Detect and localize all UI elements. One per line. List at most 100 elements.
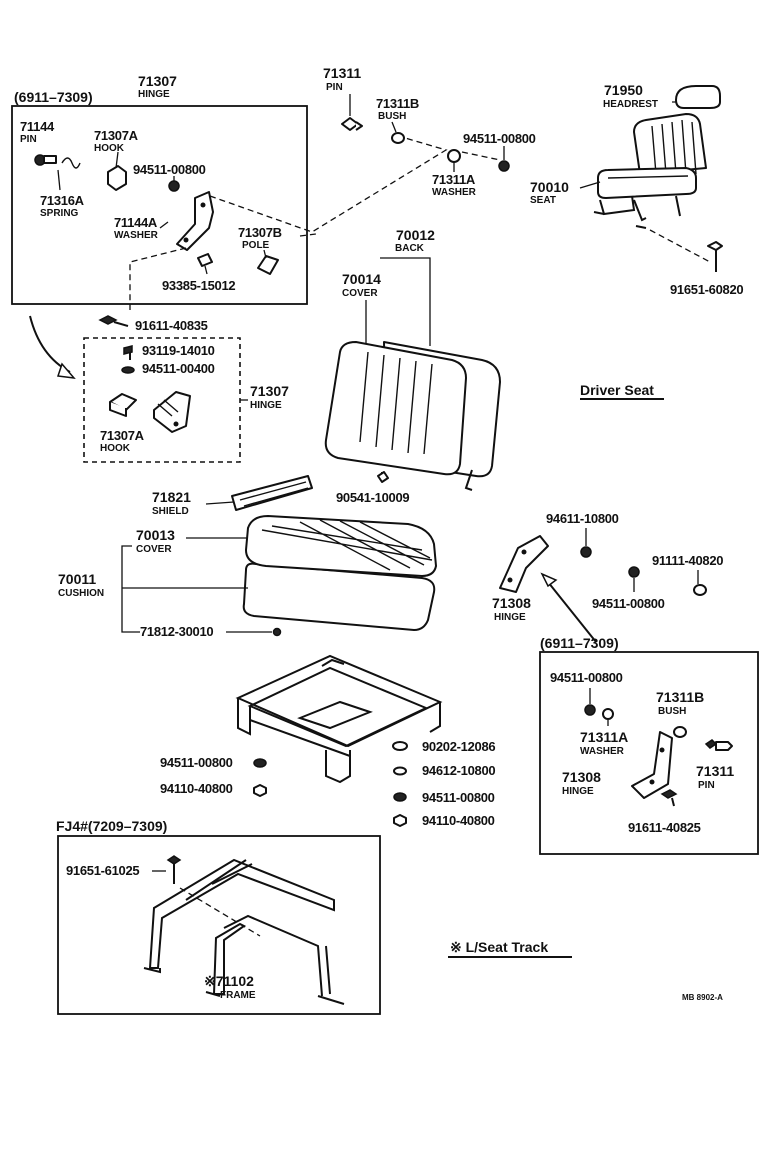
part-90202-number: 90202-12086 [422, 739, 495, 754]
part-94611-number: 94611-10800 [546, 511, 619, 526]
hinge-71308-icon [499, 535, 549, 593]
bolt-91611-40825-icon [660, 789, 678, 807]
spring-71316a-icon [61, 157, 81, 169]
washer-94511-rb-icon [584, 704, 596, 716]
part-71144-number: 71144 [20, 119, 55, 134]
part-71311-rb-name: PIN [698, 780, 715, 791]
part-71311a-name: WASHER [432, 187, 477, 198]
part-71308-rb-number: 71308 [562, 769, 601, 785]
arrow-up-icon [540, 572, 558, 588]
part-70010-name: SEAT [530, 195, 556, 206]
part-94110-track1-number: 94110-40800 [160, 781, 233, 796]
frame-detail-box [57, 835, 381, 1015]
part-94612-number: 94612-10800 [422, 763, 495, 778]
washer-94511-00400-icon [121, 366, 135, 374]
part-71950-number: 71950 [604, 82, 643, 98]
pin-group-top: 71311 PIN 71311B BUSH 94511-00800 71311A… [323, 65, 536, 198]
part-71821-name: SHIELD [152, 506, 189, 517]
seat-back-group: 70012 BACK 70014 COVER 90541-10009 [324, 227, 501, 505]
hinge-right-group: 94611-10800 71308 HINGE 91111-40820 9451… [492, 511, 724, 643]
arrow-curve [29, 315, 71, 373]
seat-track-group: 94511-00800 94110-40800 90202-12086 9461… [160, 654, 496, 828]
part-71308-mid-name: HINGE [494, 612, 526, 623]
part-71311-name: PIN [326, 82, 343, 93]
bush-71311b-icon [391, 132, 405, 144]
right-detail-group: (6911–7309) 94511-00800 71311A WASHER 71… [539, 635, 759, 855]
part-70014-name: COVER [342, 288, 378, 299]
bolt-93385-icon [197, 253, 213, 275]
part-93119-number: 93119-14010 [142, 343, 215, 358]
part-91611-40825-number: 91611-40825 [628, 820, 701, 835]
part-70012-number: 70012 [396, 227, 435, 243]
part-71311a-rb-number: 71311A [580, 729, 628, 745]
part-71311a-number: 71311A [432, 172, 476, 187]
pin-71144-icon [34, 154, 57, 166]
part-71311-rb-number: 71311 [696, 763, 734, 779]
part-71950-name: HEADREST [603, 99, 658, 110]
part-70011-name: CUSHION [58, 588, 104, 599]
part-71307a-name: HOOK [94, 143, 125, 154]
part-71307b-number: 71307B [238, 225, 282, 240]
arrow-head-icon [56, 362, 76, 379]
part-70011-number: 70011 [58, 571, 96, 587]
washer-71311a-icon [447, 149, 461, 163]
part-70013-number: 70013 [136, 527, 175, 543]
part-71307a-number: 71307A [94, 128, 139, 143]
hinge-box-range: (6911–7309) [14, 89, 93, 105]
part-71307-mid-number: 71307 [250, 383, 289, 399]
part-70013-name: COVER [136, 544, 172, 555]
frame-detail-group: FJ4#(7209–7309) 91651-61025 ※71102 FRAME [56, 818, 381, 1015]
part-71307a-mid-name: HOOK [100, 443, 131, 454]
part-71311b-rb-name: BUSH [658, 706, 686, 717]
diagram-title: Driver Seat [580, 382, 654, 398]
headrest-icon [675, 85, 721, 109]
clip-90541-icon [377, 471, 389, 483]
part-71307-mid-name: HINGE [250, 400, 282, 411]
washer-94511-track2-icon [393, 792, 407, 802]
part-71307-name: HINGE [138, 89, 170, 100]
right-detail-box [539, 651, 759, 855]
part-71311b-number: 71311B [376, 96, 419, 111]
part-94511-mid-number: 94511-00800 [592, 596, 665, 611]
washer-94612-icon [393, 766, 407, 776]
bolt-91611-40835-icon [98, 315, 129, 327]
washer-94511-track1-icon [253, 758, 267, 768]
nut-94110-track1-icon [253, 784, 267, 797]
washer-90202-icon [392, 741, 408, 751]
part-71311b-rb-number: 71311B [656, 689, 704, 705]
part-70012-name: BACK [395, 243, 425, 254]
part-91651-60820-number: 91651-60820 [670, 282, 743, 297]
part-71311a-rb-name: WASHER [580, 746, 625, 757]
part-71316a-name: SPRING [40, 208, 79, 219]
cushion-icon [242, 515, 437, 631]
part-71316a-number: 71316A [40, 193, 85, 208]
part-70010-number: 70010 [530, 179, 569, 195]
hinge-pin-dashed-link [209, 134, 448, 233]
nut-94110-track2-icon [393, 814, 407, 827]
nut-94611-icon [580, 546, 592, 558]
part-70014-number: 70014 [342, 271, 381, 287]
shield-group: 71821 SHIELD [152, 475, 313, 517]
pole-71307b-icon [257, 255, 279, 275]
diagram-code: MB 8902-A [682, 993, 723, 1002]
part-71144-name: PIN [20, 134, 37, 145]
part-71307b-name: POLE [242, 240, 270, 251]
part-93385-number: 93385-15012 [162, 278, 235, 293]
part-71308-rb-name: HINGE [562, 786, 594, 797]
part-94110-track2-number: 94110-40800 [422, 813, 495, 828]
screw-93119-icon [123, 345, 133, 360]
bolt-91111-icon [693, 584, 707, 596]
washer-94511-top-icon [498, 160, 510, 172]
frame-box-range: FJ4#(7209–7309) [56, 818, 167, 834]
part-94511-00400-number: 94511-00400 [142, 361, 215, 376]
bolt-91651-60820-icon [707, 241, 723, 272]
washer-94511-mid-icon [628, 566, 640, 578]
hook-71307a-mid-icon [109, 393, 137, 417]
shield-71821-icon [231, 475, 313, 511]
part-71144a-number: 71144A [114, 215, 158, 230]
bolt-91651-61025-icon [166, 855, 182, 884]
part-94511-box-number: 94511-00800 [133, 162, 206, 177]
hook-71307a-icon [107, 165, 127, 191]
hinge-detail-group: (6911–7309) 71307 HINGE 71144 PIN 71307A… [11, 73, 308, 305]
